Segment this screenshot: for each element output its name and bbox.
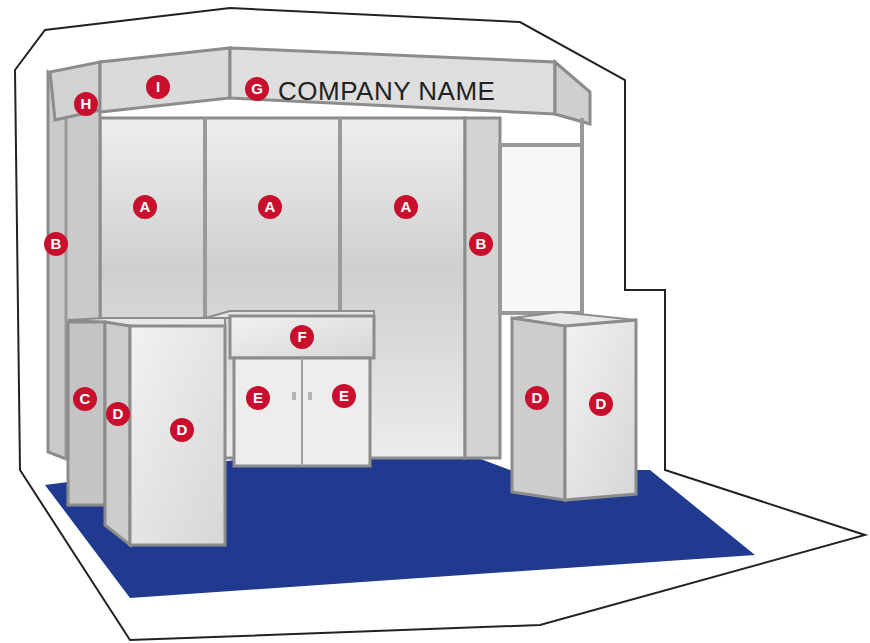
counter-top (230, 316, 374, 358)
showcase-side (68, 322, 105, 505)
callout-letter: D (589, 392, 613, 416)
fascia-side (555, 62, 590, 124)
callout-letter: A (133, 195, 157, 219)
callout-letter: G (245, 77, 269, 101)
callout-letter: H (74, 92, 98, 116)
company-name: COMPANY NAME (278, 76, 495, 107)
callout-letter: C (73, 387, 97, 411)
callout-letter: A (394, 195, 418, 219)
side-wall (465, 118, 500, 458)
callout-letter: D (525, 386, 549, 410)
showcase-front (130, 326, 225, 545)
callout-letter: A (258, 195, 282, 219)
fascia-front (230, 48, 555, 114)
cabinet (234, 358, 370, 466)
window-frame (500, 145, 582, 313)
callout-letter: E (332, 384, 356, 408)
callout-letter: B (469, 232, 493, 256)
callout-letter: D (106, 402, 130, 426)
callout-letter: E (246, 386, 270, 410)
callout-letter: B (44, 232, 68, 256)
showcase-side (512, 318, 565, 500)
callout-letter: I (146, 75, 170, 99)
callout-letter: D (170, 418, 194, 442)
fascia-corner (50, 62, 100, 120)
stand-outline (15, 8, 865, 640)
showcase-front (565, 320, 636, 500)
callout-letter: F (290, 325, 314, 349)
showcase-side (105, 322, 130, 545)
fascia-side (100, 48, 230, 112)
